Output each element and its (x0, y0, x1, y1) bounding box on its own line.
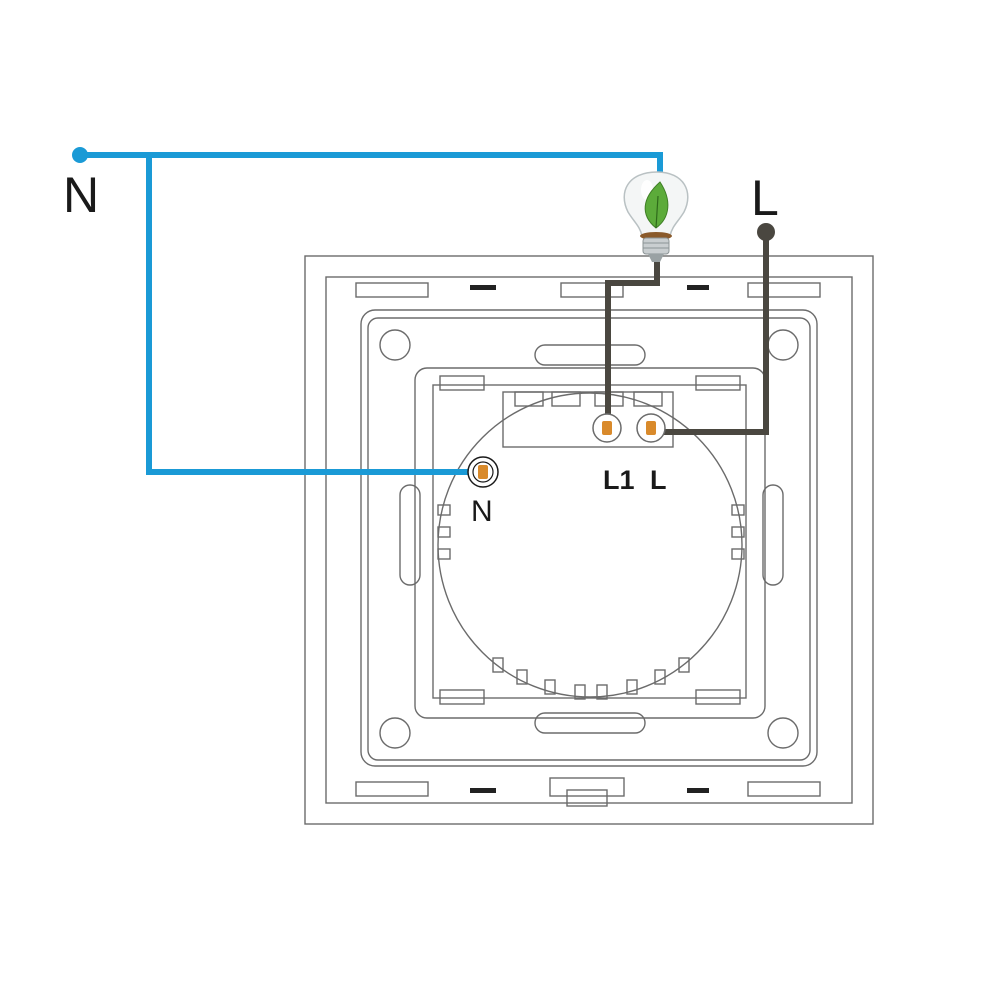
plate-outer-frame (304, 255, 874, 825)
neutral-wire-to-bulb (80, 152, 663, 185)
plate-bottom-tabs (355, 777, 821, 807)
switched-live-wire (605, 262, 660, 428)
screw-holes (379, 329, 799, 749)
terminal-l (636, 413, 666, 443)
mounting-slots (399, 344, 784, 734)
lightbulb-leaf-icon (623, 171, 689, 262)
live-supply-wire (650, 232, 769, 435)
plate-mount-frame (360, 309, 818, 767)
plate-mount-frame-inner (367, 317, 811, 761)
switch-plate (304, 255, 874, 825)
plate-top-tabs (355, 282, 821, 298)
plate-inner-frame (325, 276, 853, 804)
terminal-l1-label: L1 (603, 465, 635, 495)
terminal-n-label: N (471, 495, 493, 528)
terminals (467, 413, 666, 488)
neutral-supply-label: N (63, 167, 99, 223)
live-supply-dot (757, 223, 775, 241)
terminal-n (467, 456, 499, 488)
live-wire (605, 223, 775, 435)
neutral-wire-to-switch (146, 155, 480, 475)
terminal-l1 (592, 413, 622, 443)
live-supply-label: L (751, 170, 779, 226)
neutral-supply-dot (72, 147, 88, 163)
terminal-l-label: L (650, 465, 667, 495)
switch-module (414, 367, 766, 719)
